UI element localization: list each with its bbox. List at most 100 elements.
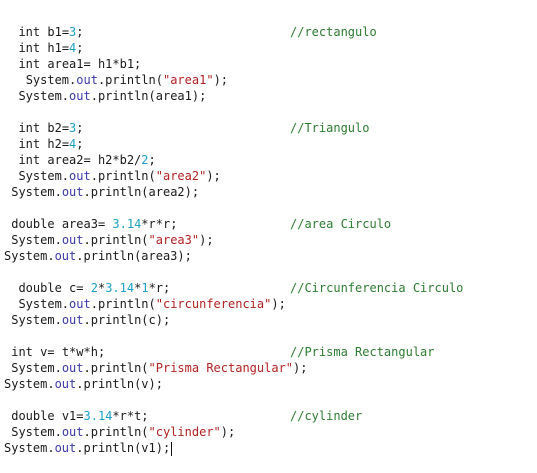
code-line[interactable]: double v1=3.14*r*t;//cylinder	[0, 408, 537, 424]
code-token: System.	[4, 249, 55, 263]
code-line[interactable]: int area2= h2*b2/2;	[0, 152, 537, 168]
indent	[4, 297, 18, 311]
code-line[interactable]: System.out.println(v1);	[0, 440, 537, 456]
code-token: System.	[11, 425, 62, 439]
code-line[interactable]: int h2=4;	[0, 136, 537, 152]
code-text: int b1=3;	[4, 24, 83, 40]
indent	[4, 73, 26, 87]
code-text: double area3= 3.14*r*r;	[4, 216, 177, 232]
code-line[interactable]: double c= 2*3.14*1*r;//Circunferencia Ci…	[0, 280, 537, 296]
code-token: System.	[18, 89, 70, 103]
code-line[interactable]: System.out.println("circunferencia");	[0, 296, 537, 312]
code-token: System.	[18, 297, 70, 311]
code-token: System.	[25, 73, 77, 87]
code-text: int h1=4;	[4, 40, 83, 56]
text-cursor	[171, 441, 173, 456]
code-line[interactable]: System.out.println(area3);	[0, 248, 537, 264]
code-line[interactable]: System.out.println("area3");	[0, 232, 537, 248]
number-literal: 2	[90, 281, 98, 295]
code-token: ;	[76, 121, 84, 135]
code-text: System.out.println(v);	[4, 376, 163, 392]
number-literal: 3	[69, 121, 77, 135]
keyword-token: int	[11, 345, 33, 359]
code-token: h2=	[40, 137, 70, 151]
code-line[interactable]	[0, 392, 537, 408]
field-token: out	[69, 89, 91, 103]
code-text: System.out.println("area2");	[4, 168, 220, 184]
number-literal: 3.14	[112, 217, 142, 231]
code-token: ;	[148, 153, 156, 167]
code-token: System.	[11, 233, 62, 247]
code-token: .println(v1);	[76, 441, 171, 455]
code-text: System.out.println(area1);	[4, 88, 206, 104]
code-text: System.out.println(c);	[4, 312, 170, 328]
code-line[interactable]: System.out.println("area1");	[0, 72, 537, 88]
keyword-token: int	[18, 41, 41, 55]
indent	[4, 169, 18, 183]
code-token: .println(area1);	[90, 89, 207, 103]
code-line[interactable]	[0, 328, 537, 344]
code-line[interactable]: int v= t*w*h;//Prisma Rectangular	[0, 344, 537, 360]
code-text: int h2=4;	[4, 136, 84, 152]
keyword-token: double	[11, 409, 55, 423]
code-line[interactable]: System.out.println("area2");	[0, 168, 537, 184]
keyword-token: double	[11, 217, 55, 231]
string-literal: "area2"	[155, 169, 207, 183]
field-token: out	[69, 297, 91, 311]
code-line[interactable]: System.out.println(v);	[0, 376, 537, 392]
code-line[interactable]: System.out.println(area1);	[0, 88, 537, 104]
code-text: double v1=3.14*r*t;	[4, 408, 148, 424]
code-token: ;	[76, 137, 84, 151]
code-line[interactable]: System.out.println("Prisma Rectangular")…	[0, 360, 537, 376]
code-line[interactable]: int b2=3;//Triangulo	[0, 120, 537, 136]
keyword-token: int	[18, 25, 41, 39]
code-token: area2= h2*b2/	[40, 153, 142, 167]
field-token: out	[54, 249, 77, 263]
code-token: System.	[4, 377, 55, 391]
code-token: h1=	[40, 41, 70, 55]
code-token: System.	[11, 313, 62, 327]
code-line[interactable]	[0, 200, 537, 216]
code-line[interactable]: double area3= 3.14*r*r; //area Circulo	[0, 216, 537, 232]
code-line[interactable]: int h1=4;	[0, 40, 537, 56]
code-comment: //area Circulo	[290, 217, 392, 231]
code-comment: //Circunferencia Circulo	[290, 281, 464, 295]
code-token: .println(v);	[76, 377, 163, 391]
code-text: System.out.println("Prisma Rectangular")…	[4, 360, 307, 376]
code-token: v1=	[54, 409, 84, 423]
code-text: System.out.println(area2);	[4, 184, 199, 200]
code-text: System.out.println(v1);	[4, 440, 173, 456]
code-line[interactable]	[0, 264, 537, 280]
code-line[interactable]: System.out.println(area2);	[0, 184, 537, 200]
code-token: .println(	[97, 73, 163, 87]
code-line[interactable]: System.out.println(c);	[0, 312, 537, 328]
indent	[4, 89, 18, 103]
code-line[interactable]: int area1= h1*b1;	[0, 56, 537, 72]
code-comment: //Triangulo	[290, 121, 370, 135]
string-literal: "area3"	[148, 233, 200, 247]
code-token: );	[199, 233, 214, 247]
code-token: System.	[4, 441, 55, 455]
code-token: area3=	[54, 217, 113, 231]
code-token: c=	[61, 281, 91, 295]
indent	[4, 137, 18, 151]
code-text: int area2= h2*b2/2;	[4, 152, 156, 168]
code-line[interactable]: System.out.println("cylinder");	[0, 424, 537, 440]
code-token: .println(	[83, 425, 149, 439]
code-token: System.	[11, 361, 62, 375]
number-literal: 1	[141, 281, 149, 295]
code-line[interactable]: int b1=3;//rectangulo	[0, 24, 537, 40]
indent	[4, 25, 18, 39]
string-literal: "area1"	[162, 73, 214, 87]
code-line[interactable]	[0, 104, 537, 120]
code-text: System.out.println("circunferencia");	[4, 296, 286, 312]
code-token: );	[271, 297, 286, 311]
indent	[4, 41, 18, 55]
code-token: .println(	[83, 361, 149, 375]
indent	[4, 57, 18, 71]
code-token: .println(	[90, 169, 156, 183]
code-token: System.	[18, 169, 70, 183]
field-token: out	[54, 441, 77, 455]
code-text: System.out.println(area3);	[4, 248, 192, 264]
